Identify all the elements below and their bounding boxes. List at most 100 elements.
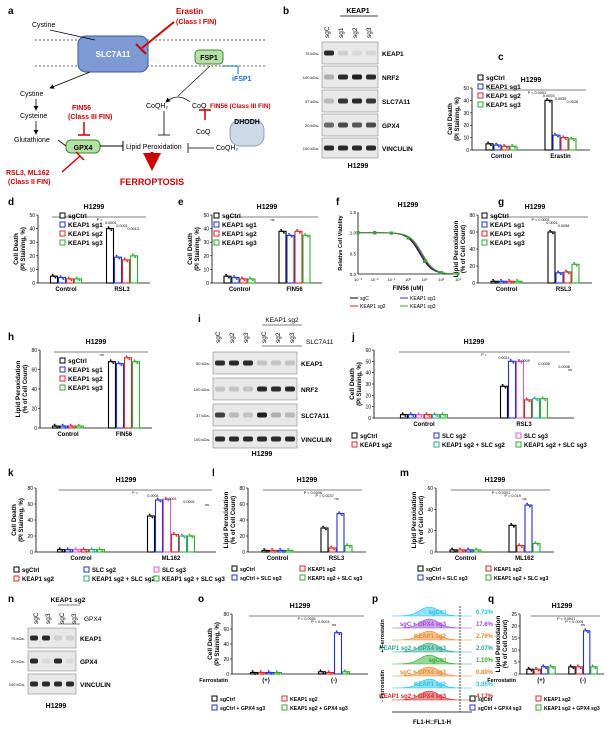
chart-l-annotation-2: ns: [334, 497, 338, 501]
erastin-label: Erastin: [176, 7, 203, 16]
chart-j-bar-1-3: [523, 399, 533, 419]
blot-b-marker-1: 100 kDa-: [303, 75, 320, 80]
chart-j-yticklabel-4: 40: [365, 371, 371, 377]
blot-i-lane-1: sgC: [215, 331, 222, 343]
chart-k-bar-1-1: [154, 499, 164, 553]
chart-f-point-3-4: [423, 259, 427, 263]
chart-m-title: H1299: [485, 477, 506, 484]
chart-q-annotation-0: P < 0.0001: [557, 617, 575, 621]
chart-e-legend-3: KEAP1 sg3: [222, 240, 257, 247]
chart-f-legend-3: KEAP1 sg3: [410, 304, 436, 310]
blot-b-band-2-2: [352, 98, 362, 104]
chart-m-dot-1-2-0: [526, 502, 528, 505]
chart-l-yticklabel-3: 60: [239, 502, 245, 508]
chart-d-xlabel-1: RSL3: [114, 287, 130, 293]
chart-q-yticklabel-0: 0: [514, 672, 517, 678]
chart-o-bar-1-2: [333, 632, 343, 675]
chart-h-dot-0-1-1: [63, 425, 65, 427]
chart-l-legend-0: sgCtrl: [240, 567, 256, 573]
chart-g-dot-1-2-1: [566, 271, 569, 273]
chart-o-dot-1-2-0: [335, 630, 338, 633]
chart-k-dot-0-5-2: [101, 550, 104, 552]
chart-k-dot-1-5-0: [188, 533, 191, 536]
chart-o-dot-1-2-2: [338, 633, 341, 636]
chart-l-dot-0-2-1: [280, 549, 283, 552]
blot-i-protein-1: NRF2: [301, 387, 318, 394]
fin56-class-label: (Class III FIN): [68, 114, 112, 121]
chart-g-dot-1-0-2: [552, 232, 554, 235]
chart-l-dot-0-2-0: [279, 548, 281, 550]
chart-m-yticklabel-1: 20: [427, 529, 433, 535]
chart-e-dot-1-0-2: [283, 231, 285, 234]
chart-j-bar-1-4: [531, 398, 541, 419]
chart-m-dot-0-2-2: [470, 550, 472, 553]
chart-h-dot-0-3-2: [80, 426, 83, 429]
chart-m-dot-1-1-1: [519, 544, 522, 547]
chart-c-dot-1-0-0: [546, 98, 548, 100]
chart-l-title: H1299: [297, 477, 318, 484]
blot-i-band-2-5: [285, 412, 295, 418]
blot-n-protein-0: KEAP1: [80, 636, 102, 643]
chart-d-dot-0-1-0: [59, 275, 62, 277]
chart-l-dot-1-1-1: [331, 547, 334, 549]
chart-o-dot-1-1-1: [329, 671, 331, 674]
chart-e-bar-1-1: [286, 234, 295, 284]
chart-k-dot-1-3-0: [172, 532, 175, 534]
chart-j-dot-1-0-0: [501, 383, 504, 386]
chart-j-dot-0-1-0: [409, 412, 412, 414]
blot-n-protein-1: GPX4: [80, 659, 98, 666]
chart-m-annotation-2: ns: [522, 497, 526, 501]
chart-e-ylabel: Cell Death: [187, 233, 194, 265]
chart-c-annotation-0: P < 0.0001: [528, 91, 546, 95]
flow-row-value-4: 1.10%: [476, 658, 494, 664]
chart-j-dot-1-5-0: [541, 396, 544, 399]
chart-c-legend-3: KEAP1 sg3: [486, 102, 521, 109]
flow-histogram-2: [392, 630, 472, 641]
chart-l-dot-1-0-1: [323, 527, 326, 529]
chart-j-dot-0-4-2: [436, 415, 439, 417]
chart-h-legend-swatch-1: [59, 366, 66, 373]
flow-row-value-1: 17.6%: [476, 622, 494, 628]
chart-j-dot-1-2-1: [519, 360, 521, 363]
chart-m-ylabel: Lipid Peroxidation: [411, 492, 418, 549]
chart-e-dot-0-1-1: [234, 276, 237, 279]
chart-o-legend-3: KEAP1 sg2 + GPX4 sg3: [290, 706, 348, 712]
chart-j-xlabel-1: RSL3: [516, 422, 532, 428]
chart-g-legend-swatch-0: [481, 212, 488, 219]
chart-o-legend-0: sgCtrl: [220, 697, 236, 703]
chart-l-dot-1-0-0: [322, 525, 324, 528]
chart-c-legend-2: KEAP1 sg2: [486, 93, 521, 100]
blot-n-protein-2: VINCULIN: [80, 682, 111, 689]
flow-row-value-6: 3.06%: [476, 682, 494, 688]
chart-g-legend-3: KEAP1 sg3: [490, 240, 525, 247]
chart-o-dot-0-2-1: [269, 671, 271, 674]
chart-o-dot-0-1-1: [261, 671, 263, 674]
panel-letter-b: b: [283, 6, 289, 17]
rsl3-class-label: (Class II FIN): [8, 179, 50, 186]
panel-letter-n: n: [8, 594, 14, 605]
chart-q-dot-0-0-0: [527, 666, 530, 669]
chart-c-yticklabel-4: 40: [463, 98, 469, 104]
chart-h-xlabel-0: Control: [57, 432, 79, 438]
chart-q-title: H1299: [552, 603, 573, 610]
chart-g-dot-0-0-0: [492, 278, 494, 281]
chart-j-dot-1-1-2: [512, 361, 515, 364]
chart-e-yticklabel-1: 10: [203, 267, 209, 273]
chart-j-dot-1-0-1: [503, 385, 505, 388]
chart-c-yticklabel-1: 10: [463, 136, 469, 142]
chart-k-legend-3: KEAP1 sg2: [22, 577, 55, 583]
chart-l-dot-1-0-2: [325, 528, 327, 531]
blot-i-band-3-2: [243, 436, 253, 442]
blot-b-protein-1: NRF2: [382, 75, 399, 82]
chart-q-dot-1-0-1: [571, 665, 573, 668]
chart-g-yticklabel-0: 0: [472, 281, 475, 287]
chart-h-yticklabel-2: 40: [31, 387, 37, 393]
blot-i-band-1-2: [243, 386, 253, 392]
panel-letter-o: o: [198, 594, 204, 605]
chart-e-dot-0-3-2: [252, 279, 254, 282]
chart-g-dot-1-1-1: [558, 271, 561, 274]
chart-g-dot-1-1-0: [557, 270, 559, 273]
